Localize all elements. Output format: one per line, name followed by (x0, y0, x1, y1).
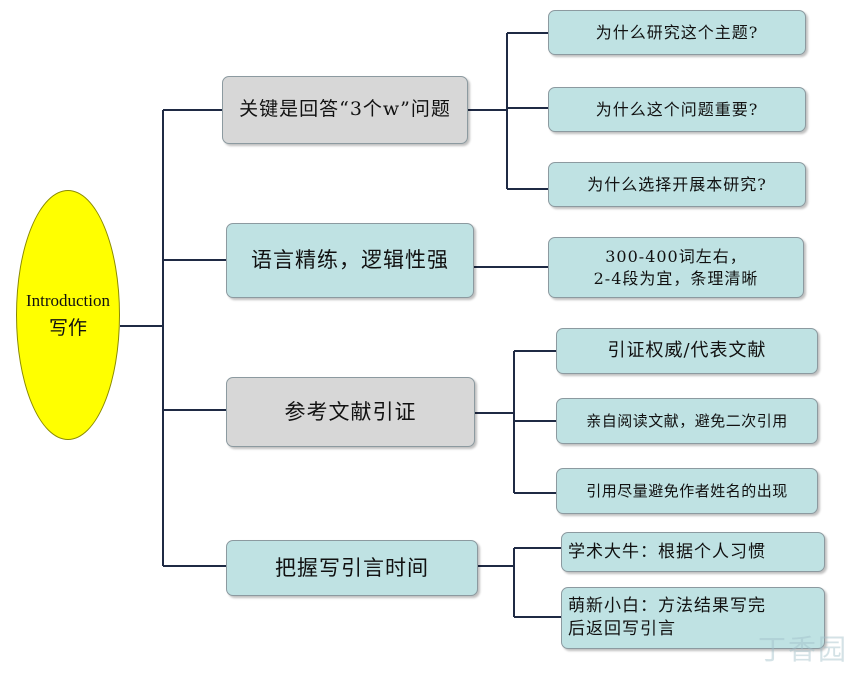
branch-node-timing: 把握写引言时间 (226, 540, 478, 596)
leaf-label: 为什么研究这个主题? (595, 22, 759, 42)
branch-node-references: 参考文献引证 (226, 377, 475, 447)
leaf-label: 为什么这个问题重要? (595, 99, 759, 119)
root-title-cn: 写作 (48, 316, 87, 339)
leaf-node-length: 300-400词左右， 2-4段为宜，条理清晰 (548, 237, 804, 298)
leaf-line: 萌新小白：方法结果写完 (568, 596, 766, 617)
leaf-node-senior: 学术大牛：根据个人习惯 (561, 532, 825, 572)
leaf-node-authoritative: 引证权威/代表文献 (556, 328, 818, 374)
branch-label: 参考文献引证 (284, 399, 417, 424)
branch-label: 把握写引言时间 (275, 555, 429, 580)
leaf-line: 300-400词左右， (605, 246, 747, 266)
branch-node-language: 语言精练，逻辑性强 (226, 223, 474, 298)
leaf-node-read-yourself: 亲自阅读文献，避免二次引用 (556, 398, 818, 444)
branch-node-key-questions: 关键是回答“3个w”问题 (222, 76, 468, 144)
leaf-label: 学术大牛：根据个人习惯 (568, 541, 766, 562)
root-title-en: Introduction (25, 290, 111, 310)
leaf-line: 后返回写引言 (568, 619, 676, 639)
branch-label: 语言精练，逻辑性强 (251, 248, 449, 273)
watermark-logo: 丁香园 (758, 628, 848, 668)
watermark-text: 丁香园 (757, 633, 848, 666)
leaf-label: 为什么选择开展本研究? (587, 174, 767, 194)
leaf-node-why-topic: 为什么研究这个主题? (548, 10, 806, 55)
leaf-label: 引用尽量避免作者姓名的出现 (586, 481, 788, 500)
leaf-node-why-important: 为什么这个问题重要? (548, 87, 806, 132)
leaf-line: 2-4段为宜，条理清晰 (593, 268, 759, 288)
leaf-label: 引证权威/代表文献 (607, 339, 767, 361)
root-node: Introduction 写作 (16, 190, 120, 440)
leaf-node-why-this-study: 为什么选择开展本研究? (548, 162, 806, 207)
branch-label: 关键是回答“3个w”问题 (239, 98, 451, 121)
leaf-node-novice: 萌新小白：方法结果写完 后返回写引言 (561, 587, 825, 649)
leaf-label: 亲自阅读文献，避免二次引用 (586, 411, 788, 430)
leaf-node-avoid-names: 引用尽量避免作者姓名的出现 (556, 468, 818, 514)
